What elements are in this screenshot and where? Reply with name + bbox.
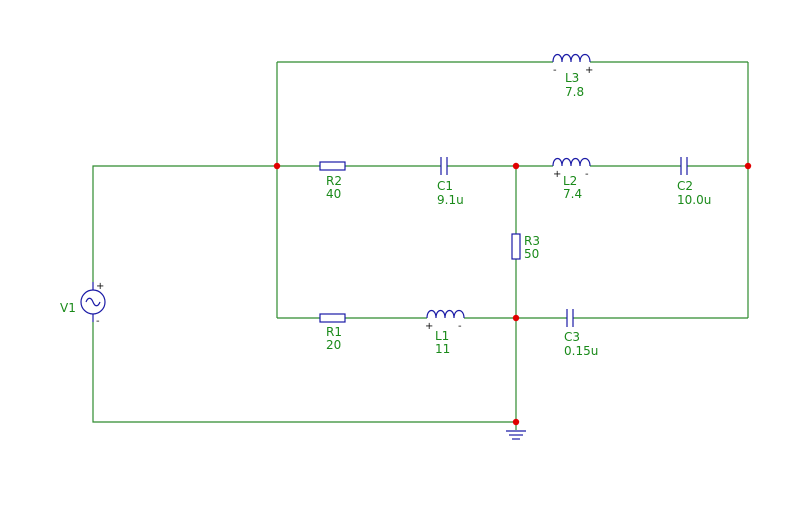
v1-minus-sign: -	[96, 316, 100, 327]
l1-value: 11	[435, 342, 450, 356]
ground-icon	[506, 430, 526, 440]
r1-value: 20	[326, 338, 341, 352]
junctions	[273, 162, 752, 426]
capacitor-c1[interactable]	[440, 157, 448, 175]
c2-value: 10.0u	[677, 193, 711, 207]
c1-label: C1	[437, 179, 453, 193]
l3-plus-sign: +	[585, 65, 593, 76]
r2-value: 40	[326, 187, 341, 201]
l1-plus-sign: +	[425, 321, 433, 332]
l2-label: L2	[563, 174, 577, 188]
l1-label: L1	[435, 329, 449, 343]
l3-minus-sign: -	[553, 65, 557, 76]
junction-node	[744, 162, 752, 170]
l3-value: 7.8	[565, 85, 584, 99]
c3-label: C3	[564, 330, 580, 344]
v1-plus-sign: +	[96, 281, 104, 292]
junction-node	[512, 314, 520, 322]
inductor-l2[interactable]: + -	[552, 157, 591, 181]
wires	[92, 61, 749, 430]
r1-label: R1	[326, 325, 342, 339]
inductor-l3[interactable]: - +	[552, 53, 593, 77]
l2-value: 7.4	[563, 187, 582, 201]
resistor-r3[interactable]	[511, 233, 521, 260]
v1-label: V1	[60, 301, 76, 315]
junction-node	[273, 162, 281, 170]
l1-minus-sign: -	[458, 321, 462, 332]
l3-label: L3	[565, 71, 579, 85]
r2-label: R2	[326, 174, 342, 188]
wire-v1-top	[92, 165, 277, 282]
r3-value: 50	[524, 247, 539, 261]
junction-node	[512, 418, 520, 426]
r3-label: R3	[524, 234, 540, 248]
resistor-r1[interactable]	[319, 313, 346, 323]
c3-value: 0.15u	[564, 344, 598, 358]
junction-node	[512, 162, 520, 170]
c2-label: C2	[677, 179, 693, 193]
capacitor-c2[interactable]	[680, 157, 688, 175]
c1-value: 9.1u	[437, 193, 464, 207]
l2-minus-sign: -	[585, 169, 589, 180]
capacitor-c3[interactable]	[566, 309, 574, 327]
l2-plus-sign: +	[553, 169, 561, 180]
wire-v1-bottom	[92, 322, 516, 423]
resistor-r2[interactable]	[319, 161, 346, 171]
voltage-source-v1[interactable]: + -	[80, 281, 106, 327]
inductor-l1[interactable]: + -	[425, 309, 465, 333]
